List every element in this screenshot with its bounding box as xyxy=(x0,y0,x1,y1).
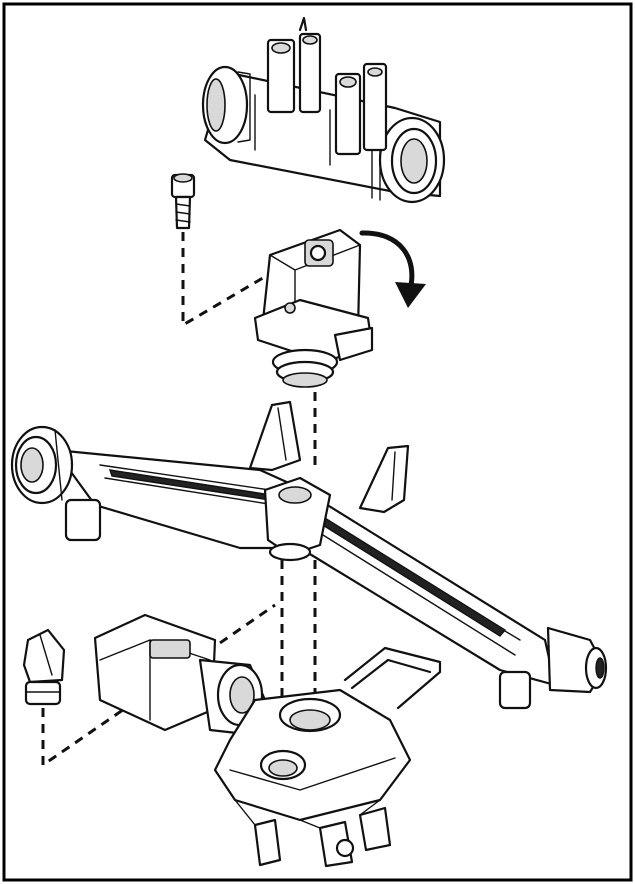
boom-frame xyxy=(10,400,608,710)
u-clip xyxy=(343,646,442,710)
pump-motor-assembly xyxy=(93,613,267,737)
mounting-bracket-hub xyxy=(253,228,374,388)
base-mount xyxy=(213,688,412,868)
end-plug-cap xyxy=(22,628,66,706)
socket-cap-screw xyxy=(170,173,196,230)
rotation-arrow xyxy=(359,230,426,308)
top-manifold-housing xyxy=(201,16,446,204)
